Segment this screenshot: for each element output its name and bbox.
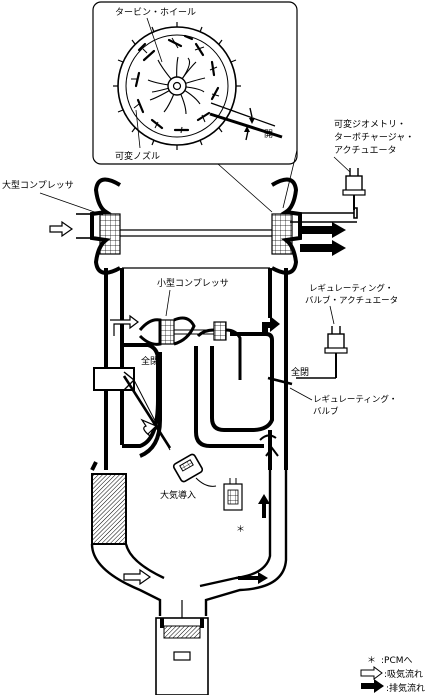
turbine-hub-icon: [167, 76, 187, 96]
legend: ＊ :PCMへ :吸気流れ :排気流れ: [360, 656, 425, 694]
catalyst-icon: [91, 473, 127, 545]
lower-exhaust-path: [90, 460, 288, 695]
vgt-actuator-label-3: アクチュエータ: [334, 145, 397, 156]
vgt-actuator: 可変ジオメトリ・ ターボチャージャ・ アクチュエータ: [284, 118, 414, 223]
intake-arrow-icon: [140, 418, 158, 437]
legend-exhaust-arrow-icon: [361, 679, 384, 693]
small-compressor: 小型コンプレッサ: [110, 278, 280, 346]
small-turbine-wheel-icon: [213, 321, 227, 341]
nozzle-actuator-rod: [209, 112, 283, 139]
legend-pcm-mark: ＊: [367, 656, 376, 666]
legend-intake-text: :吸気流れ: [384, 668, 423, 680]
exhaust-regulating-circuit: 全閉 レギュレーティング・ バルブ・アクチュエータ レギュレーティング・ バルブ: [194, 283, 398, 470]
reg-actuator-label-1: レギュレーティング・: [309, 283, 393, 294]
intake-arrow-icon: [110, 314, 139, 336]
legend-exhaust-text: :排気流れ: [386, 682, 425, 694]
regulating-valve-flap-icon: [267, 376, 293, 386]
vane-pivot-marks: [131, 37, 220, 134]
full-close-left-label: 全閉: [141, 355, 159, 367]
exhaust-arrow-icon: [300, 222, 346, 238]
reg-actuator-label-2: バルブ・アクチュエータ: [305, 295, 398, 306]
small-compressor-wheel-icon: [159, 319, 175, 345]
vgt-actuator-label-1: 可変ジオメトリ・: [334, 118, 406, 130]
turbine-wheel-label: タービン・ホイール: [115, 7, 196, 18]
large-compressor: 大型コンプレッサ: [2, 177, 346, 330]
exhaust-arrow-icon: [258, 494, 270, 518]
turbine-detail-callout: タービン・ホイール 可変ノズル 開: [92, 1, 298, 213]
turbine-wheel-section-icon: [271, 213, 293, 255]
exhaust-arrow-icon: [238, 572, 268, 584]
small-compressor-label: 小型コンプレッサ: [157, 278, 229, 289]
open-label: 開: [264, 129, 273, 140]
legend-intake-arrow-icon: [360, 666, 383, 680]
air-intake-sensor: 大気導入 ＊: [160, 453, 245, 535]
intake-bypass-circuit: 全閉: [93, 325, 172, 460]
reg-valve-label-2: バルブ: [313, 406, 339, 417]
housing-teeth: [113, 22, 241, 150]
full-close-right-label: 全閉: [291, 366, 309, 378]
large-compressor-wheel-icon: [99, 213, 121, 255]
pcm-asterisk: ＊: [236, 525, 245, 535]
variable-nozzle-vanes: [134, 34, 220, 132]
large-compressor-label: 大型コンプレッサ: [2, 179, 74, 191]
variable-nozzle-label: 可変ノズル: [115, 150, 160, 162]
vgt-actuator-label-2: ターボチャージャ・: [334, 132, 414, 143]
legend-pcm-text: :PCMへ: [381, 656, 413, 666]
intake-arrow-icon: [123, 568, 152, 586]
air-intake-label: 大気導入: [160, 489, 196, 501]
open-direction-arrow-icon: [249, 107, 253, 118]
exhaust-arrow-icon: [262, 316, 280, 336]
intake-arrow-icon: [49, 220, 74, 238]
reg-valve-label-1: レギュレーティング・: [313, 394, 397, 405]
